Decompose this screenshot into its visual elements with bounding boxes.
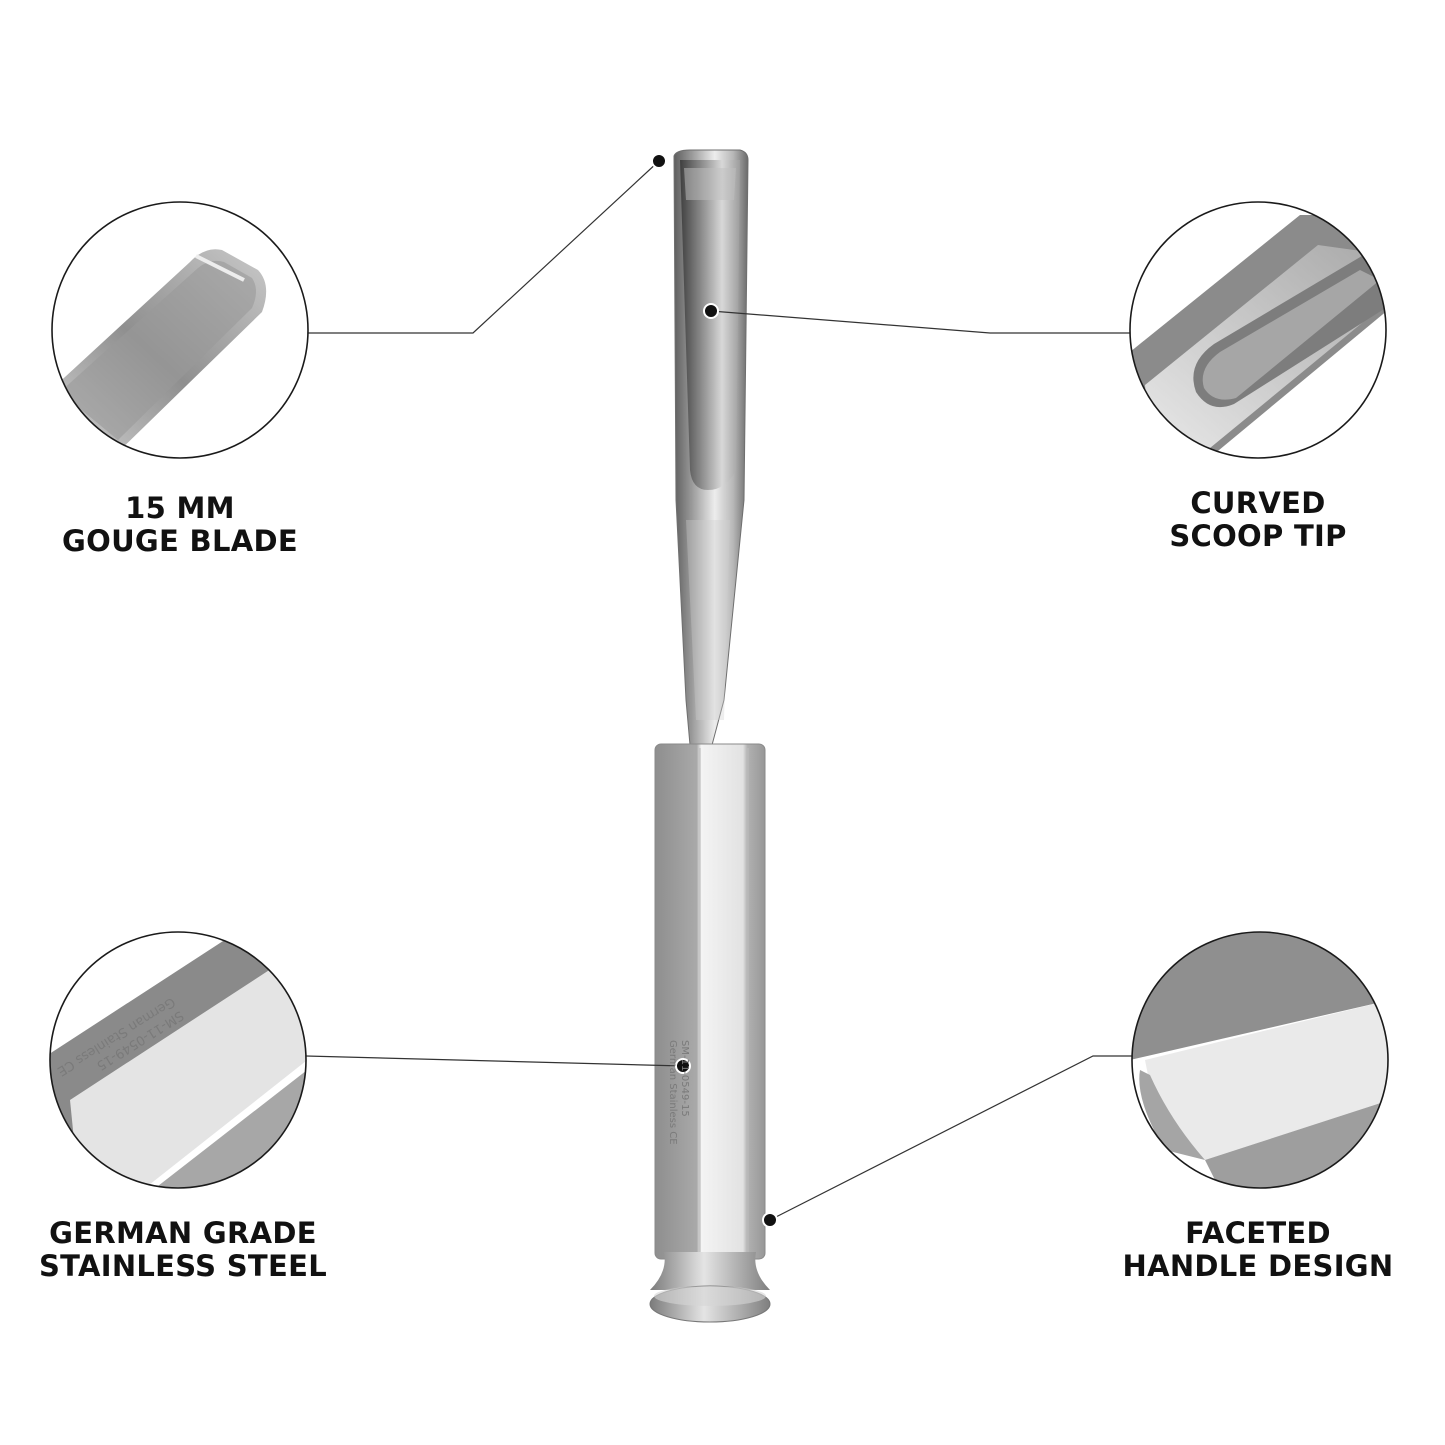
caption-line: HANDLE DESIGN xyxy=(1122,1249,1394,1283)
zoom-circle-handle xyxy=(1131,931,1389,1189)
caption-line: FACETED xyxy=(1185,1216,1331,1250)
caption-line: SCOOP TIP xyxy=(1169,519,1347,553)
caption-steel: GERMAN GRADE STAINLESS STEEL xyxy=(18,1217,348,1283)
leader-handle xyxy=(769,1055,1132,1221)
caption-line: STAINLESS STEEL xyxy=(38,1249,328,1283)
leader-dot xyxy=(651,153,667,169)
caption-handle: FACETED HANDLE DESIGN xyxy=(1098,1217,1418,1283)
surgical-gouge-instrument xyxy=(649,149,771,1323)
scoop-hollow xyxy=(680,160,740,490)
leader-dot xyxy=(762,1212,778,1228)
leader-lines xyxy=(305,160,1132,1221)
caption-gouge-blade: 15 MM GOUGE BLADE xyxy=(40,492,320,558)
leader-scoop-tip xyxy=(710,310,1130,334)
caption-line: GERMAN GRADE xyxy=(49,1216,317,1250)
engraving-ce-mark: CE xyxy=(667,1131,678,1145)
caption-line: CURVED xyxy=(1190,486,1326,520)
caption-line: GOUGE BLADE xyxy=(62,524,298,558)
zoom-circle-scoop-tip xyxy=(1129,201,1387,459)
leader-steel xyxy=(305,1055,684,1067)
engraving-code: SM-11-0549-15 xyxy=(679,1040,690,1117)
leader-dot xyxy=(675,1058,691,1074)
zoom-circle-steel xyxy=(49,931,307,1189)
leader-dots xyxy=(651,153,778,1228)
leader-dot xyxy=(703,303,719,319)
leader-gouge-blade xyxy=(308,160,660,334)
handle-engraving: SM-11-0549-15 German Stainless CE xyxy=(666,1040,690,1145)
caption-line: 15 MM xyxy=(125,491,235,525)
engraving-brand: German Stainless xyxy=(667,1040,678,1129)
caption-scoop-tip: CURVED SCOOP TIP xyxy=(1118,487,1398,553)
zoom-circle-gouge-blade xyxy=(51,201,309,459)
